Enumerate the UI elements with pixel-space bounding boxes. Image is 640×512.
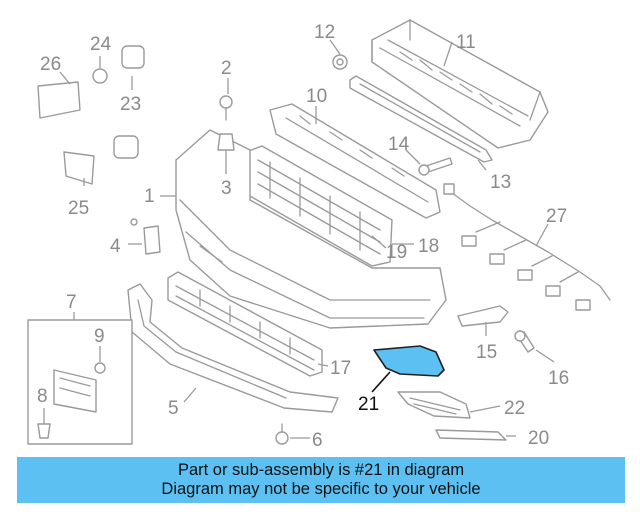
callout-2: 2 xyxy=(221,58,232,79)
fastener-2-part xyxy=(219,95,233,121)
fog-bezel-part xyxy=(397,391,471,419)
callout-1: 1 xyxy=(144,186,155,207)
bracket-26-part xyxy=(37,81,81,119)
callout-12: 12 xyxy=(314,22,335,43)
callout-18: 18 xyxy=(418,236,439,257)
highlighted-bracket-part xyxy=(373,345,445,377)
callout-9: 9 xyxy=(94,326,105,347)
bracket-4-part xyxy=(130,218,161,255)
callout-labels: 1 2 3 4 5 6 7 8 9 10 11 12 13 14 15 16 1… xyxy=(37,22,569,451)
callout-20: 20 xyxy=(528,428,549,449)
banner-line-2: Diagram may not be specific to your vehi… xyxy=(161,480,481,498)
callout-27: 27 xyxy=(546,206,567,227)
callout-10: 10 xyxy=(306,86,327,107)
bolt-6-part xyxy=(275,423,289,445)
callout-15: 15 xyxy=(476,342,497,363)
callout-25: 25 xyxy=(68,198,89,219)
callout-8: 8 xyxy=(37,386,48,407)
callout-22: 22 xyxy=(504,398,525,419)
bolt-14-part xyxy=(418,157,453,176)
callout-13: 13 xyxy=(490,172,511,193)
lower-deflector-part xyxy=(127,283,339,413)
callout-17: 17 xyxy=(330,358,351,379)
callout-3: 3 xyxy=(221,178,232,199)
lower-grille-part xyxy=(167,271,323,377)
sensor-23-part xyxy=(113,45,145,159)
bracket-25-part xyxy=(63,151,95,185)
callout-14: 14 xyxy=(388,134,410,155)
callout-23: 23 xyxy=(120,94,141,115)
callout-26: 26 xyxy=(40,54,61,75)
banner-line-1: Part or sub-assembly is #21 in diagram xyxy=(177,461,465,479)
info-banner: Part or sub-assembly is #21 in diagram D… xyxy=(17,457,625,503)
callout-4: 4 xyxy=(110,236,121,257)
callout-24: 24 xyxy=(90,34,112,55)
leader-lines xyxy=(43,39,555,439)
impact-absorber-part xyxy=(269,103,441,219)
wiring-harness-part xyxy=(443,183,611,311)
bracket-group-box xyxy=(27,319,133,445)
bolt-16-part xyxy=(514,330,535,353)
callout-5: 5 xyxy=(168,398,179,419)
bumper-cover-part xyxy=(175,129,447,329)
callout-7: 7 xyxy=(66,292,77,313)
callout-21: 21 xyxy=(358,394,379,415)
fastener-3-part xyxy=(217,133,235,151)
callout-19: 19 xyxy=(386,242,407,263)
callout-11: 11 xyxy=(456,32,476,53)
reinforcement-bar-part xyxy=(371,19,549,149)
absorber-strip-part xyxy=(349,75,493,163)
molding-strip-part xyxy=(435,429,507,441)
callout-16: 16 xyxy=(548,368,569,389)
nut-12-part xyxy=(332,54,348,70)
clip-24-part xyxy=(92,68,108,84)
callout-6: 6 xyxy=(312,430,323,451)
trim-piece-part xyxy=(457,305,509,327)
